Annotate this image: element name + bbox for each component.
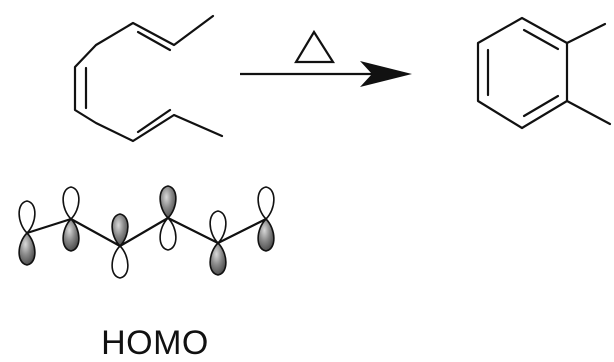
orbital-lobe-bottom-6 xyxy=(257,217,275,252)
orbital-lobe-top-4 xyxy=(159,185,177,220)
orbital-lobe-top-2 xyxy=(62,186,80,221)
orbital-lobe-bottom-5 xyxy=(209,241,227,276)
orbital-lobe-top-6 xyxy=(257,186,275,221)
orbital-lobe-top-1 xyxy=(18,200,36,235)
orbital-lobe-top-5 xyxy=(209,210,227,245)
reaction-arrow xyxy=(240,61,412,87)
orbital-lobe-bottom-2 xyxy=(62,217,80,252)
orbital-lobe-bottom-4 xyxy=(159,216,177,251)
orbital-lobe-bottom-1 xyxy=(18,231,36,266)
homo-label: HOMO xyxy=(101,324,209,362)
orbital-backbone xyxy=(26,216,267,248)
orbital-lobe-bottom-3 xyxy=(111,244,129,279)
orbital-lobe-top-3 xyxy=(111,213,129,248)
homo-orbital-diagram xyxy=(18,185,275,279)
heat-triangle-icon xyxy=(294,29,335,64)
product-cyclohexadiene xyxy=(476,16,612,130)
reactant-triene xyxy=(73,14,224,143)
